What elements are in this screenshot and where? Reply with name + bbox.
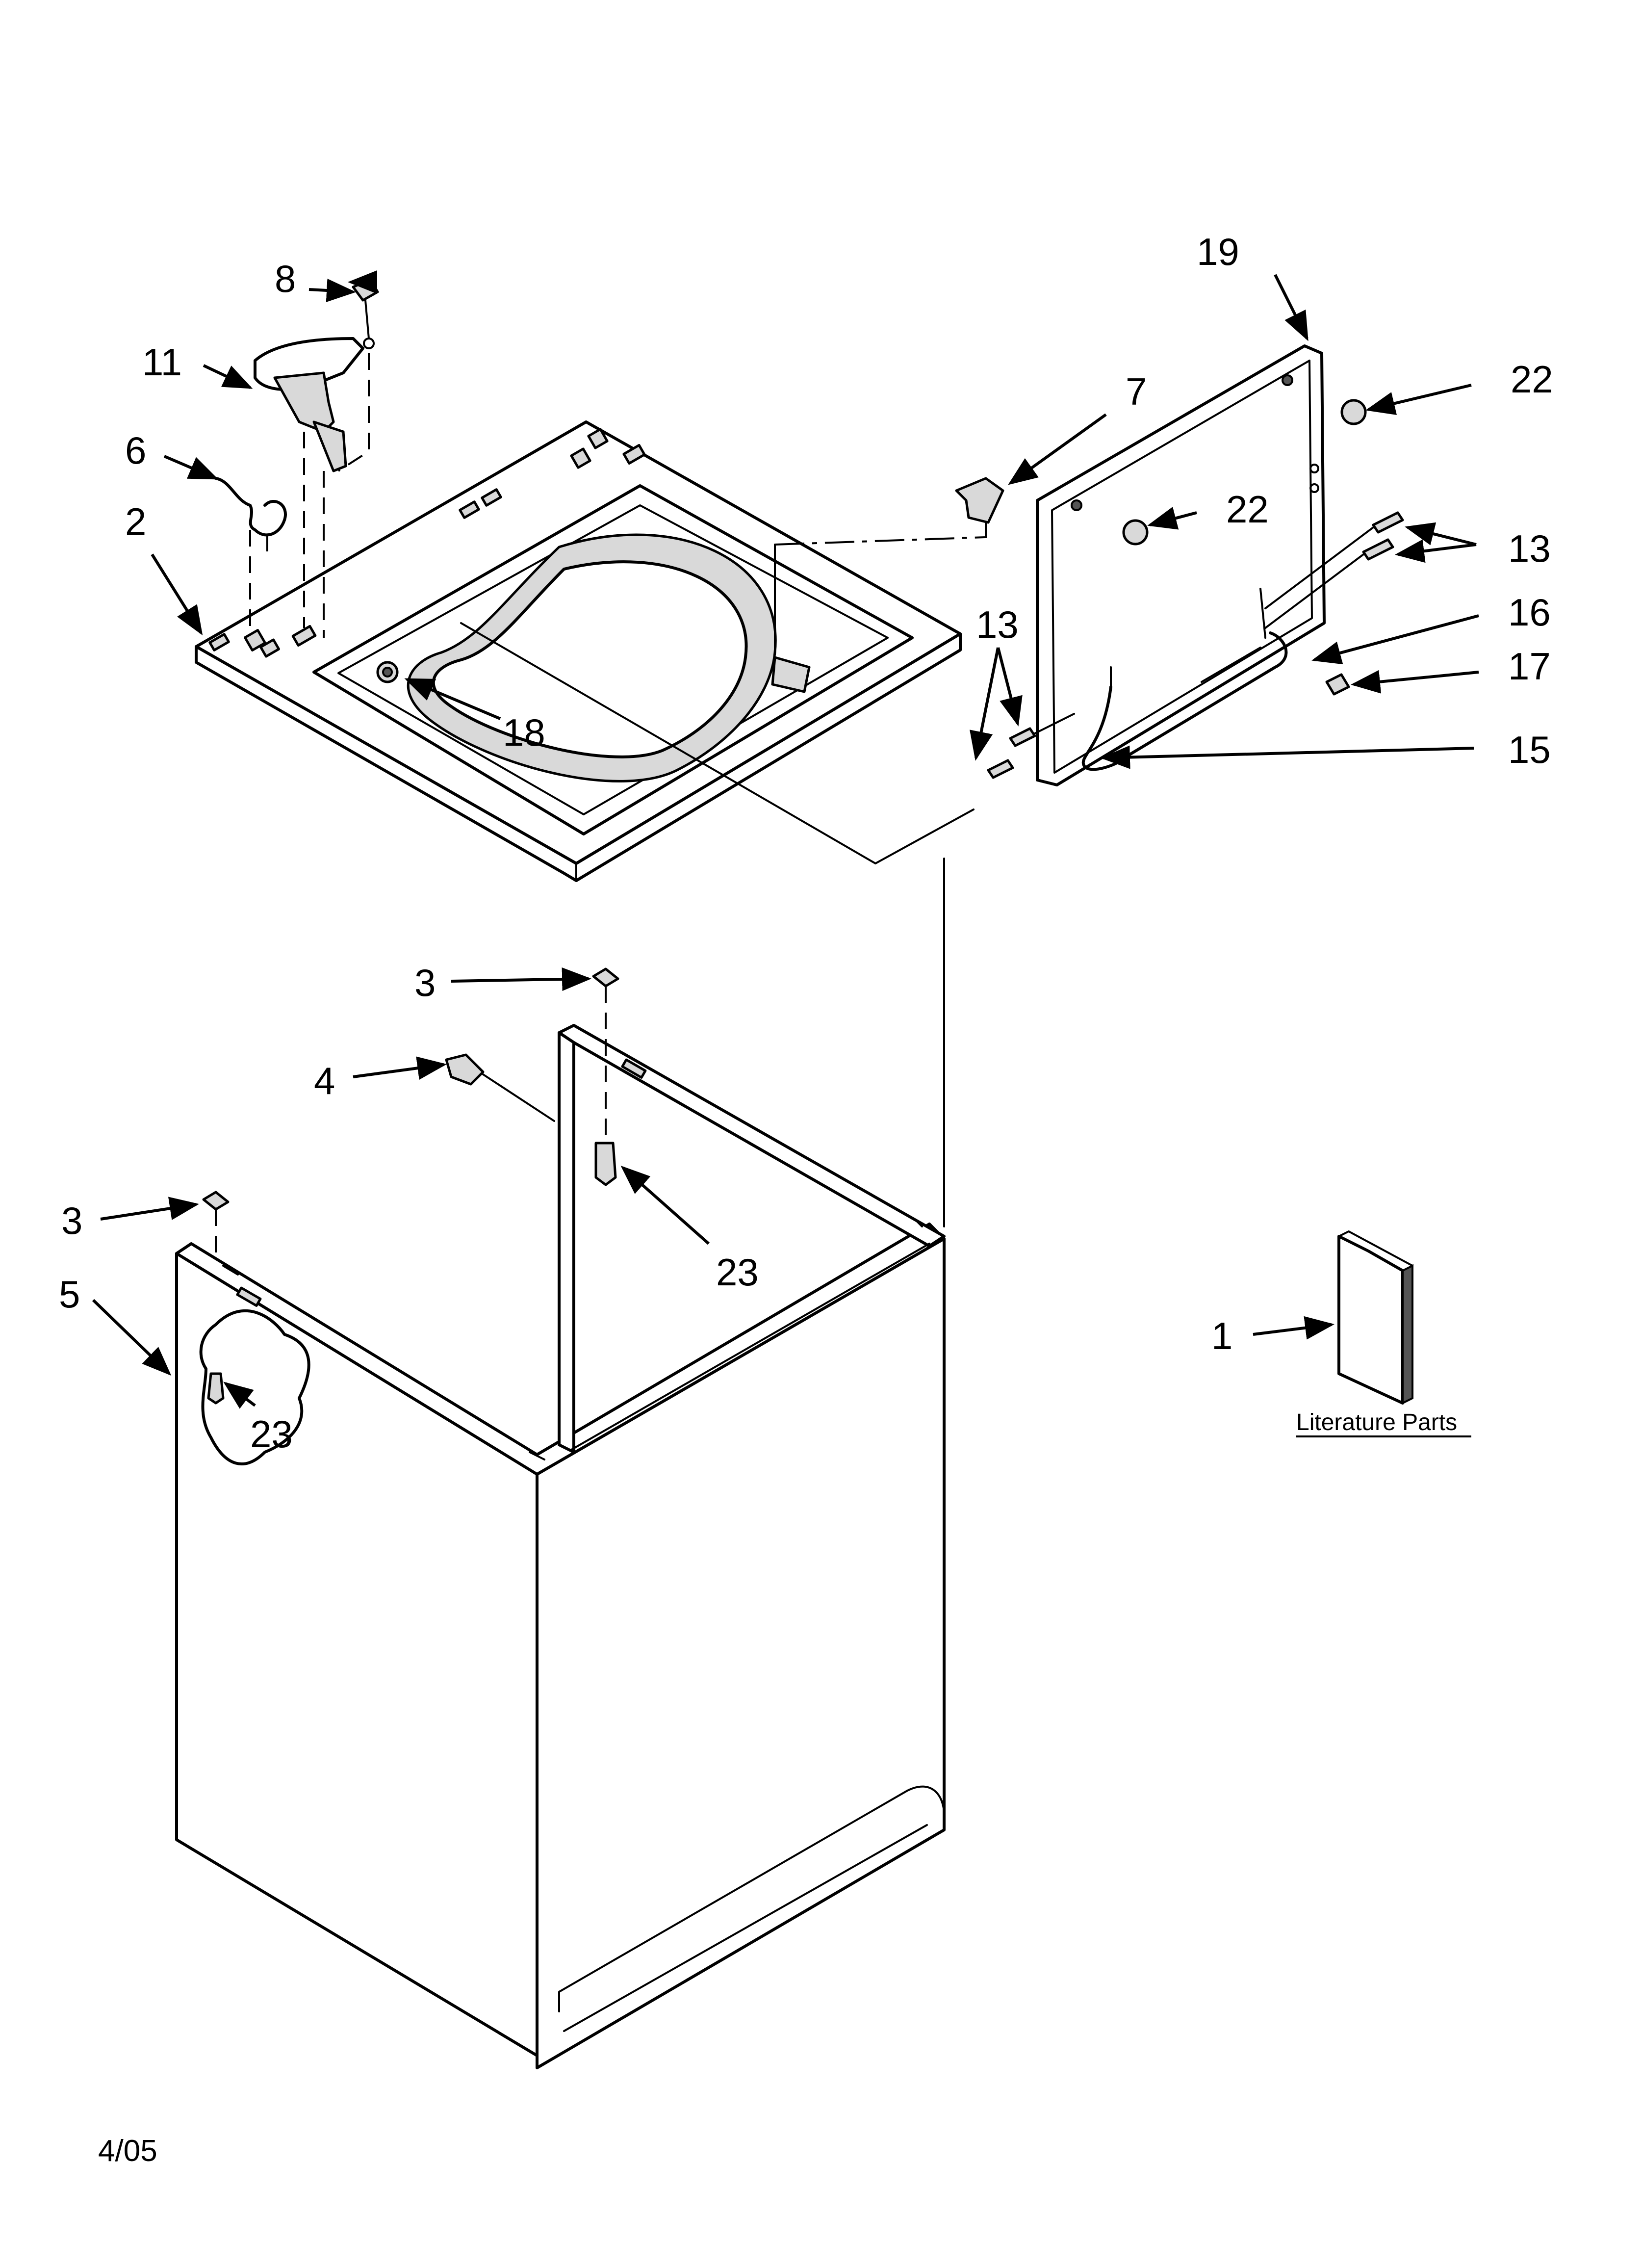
literature-parts [1337, 1230, 1413, 1405]
callout-1: 1 [1211, 1314, 1232, 1357]
screw-13c [1009, 727, 1036, 747]
callout-4: 4 [314, 1059, 335, 1102]
callout-11: 11 [142, 340, 182, 384]
callout-22b: 22 [1226, 488, 1269, 531]
clip-17 [1325, 673, 1350, 696]
callout-2: 2 [125, 500, 146, 543]
clip-3b [202, 1191, 230, 1211]
lid-hardware [955, 399, 1404, 779]
callout-17: 17 [1508, 645, 1551, 688]
hinge-centerline [774, 520, 987, 546]
cabinet-hardware [202, 967, 619, 1256]
literature-parts-label: Literature Parts [1296, 1409, 1457, 1435]
top-panel [195, 420, 962, 882]
screw-4 [445, 1053, 485, 1086]
callout-13a: 13 [1508, 527, 1551, 570]
callout-3a: 3 [414, 961, 436, 1004]
callout-13b: 13 [976, 603, 1019, 646]
lid-hinge-line [460, 622, 975, 864]
bumper-22a [1340, 399, 1367, 425]
callout-3b: 3 [61, 1199, 82, 1242]
screw-13a [1372, 511, 1404, 534]
hinge-7 [955, 477, 1004, 524]
cabinet [175, 858, 946, 2069]
bumper-22b [1122, 519, 1149, 546]
callout-6: 6 [125, 429, 146, 472]
callout-7: 7 [1126, 370, 1147, 413]
wire-clip-6 [214, 477, 287, 537]
callout-23a: 23 [716, 1251, 759, 1294]
cutaway [199, 1309, 310, 1465]
callout-16: 16 [1508, 591, 1551, 634]
lid [1036, 344, 1326, 786]
screw-13b [1362, 538, 1394, 561]
callout-arrows [92, 270, 1479, 1409]
callout-15: 15 [1508, 728, 1551, 771]
callout-labels: 8 11 6 2 18 7 19 22 22 13 16 17 15 13 3 … [59, 230, 1553, 1456]
lid-switch-assembly [214, 278, 379, 638]
callout-22a: 22 [1511, 358, 1553, 401]
callout-19: 19 [1197, 230, 1239, 273]
screw-23b [207, 1372, 225, 1405]
screw-13d [987, 759, 1014, 779]
clip-3a [592, 967, 619, 988]
screw-23a [594, 1142, 617, 1186]
callout-23b: 23 [250, 1412, 293, 1456]
date-code: 4/05 [98, 2134, 157, 2168]
callout-18: 18 [503, 711, 545, 754]
callout-8: 8 [275, 257, 296, 300]
callout-5: 5 [59, 1273, 80, 1316]
